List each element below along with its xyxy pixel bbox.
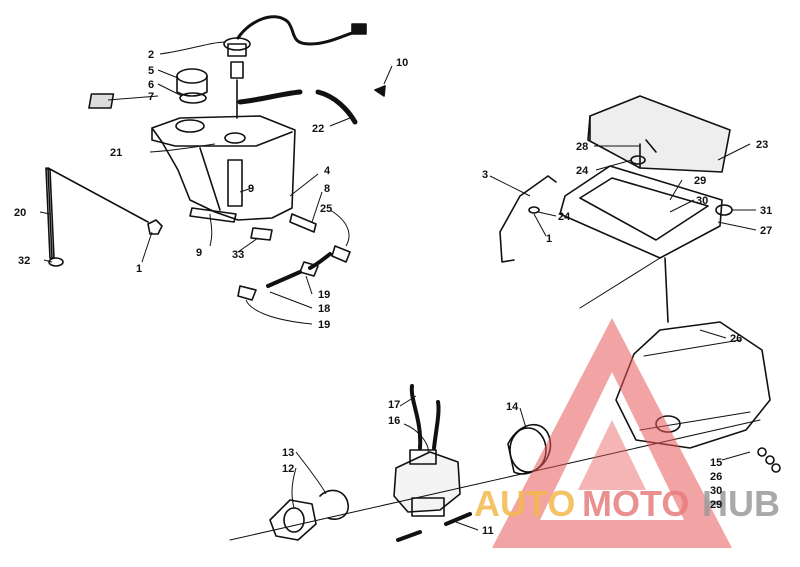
callout-27: 27 [760,225,772,237]
tray-support [664,257,669,323]
callout-6: 6 [148,79,154,91]
callout-20: 20 [14,207,26,219]
nut-b [48,257,64,267]
fuel-fitting [331,245,351,263]
callout-29b: 29 [710,499,722,511]
callout-4: 4 [324,165,331,177]
intake-flange [269,499,317,541]
hose-clip [374,85,386,97]
watermark-triangle [492,318,732,548]
washer-b [528,206,540,214]
callout-32: 32 [18,255,30,267]
fuel-line-b [266,270,302,288]
callout-24a: 24 [576,165,589,177]
vent-hose-b [315,89,358,125]
callout-12: 12 [282,463,294,475]
callout-5: 5 [148,65,154,77]
callout-22: 22 [312,123,324,135]
carb-float [411,497,445,517]
fuel-cap-top [176,68,208,84]
fuel-clamp-b [237,285,257,301]
tank-top-edge [151,127,293,147]
callout-9a: 9 [248,183,254,195]
nut-c [715,204,733,216]
callout-8: 8 [324,183,330,195]
callout-26b: 26 [710,471,722,483]
fuel-tank [151,115,296,221]
watermark-moto: MOTO [582,483,689,524]
callout-33: 33 [232,249,244,261]
callout-3: 3 [482,169,488,181]
flange-port [283,507,305,533]
hold-down-rod [47,167,149,259]
callout-1a: 1 [136,263,142,275]
airbox-tray-inner [579,177,709,241]
silencer-body [615,321,771,449]
callout-24b: 24 [558,211,571,223]
callout-15: 15 [710,457,722,469]
callout-9b: 9 [196,247,202,259]
watermark-hub: HUB [702,483,780,524]
cap-gasket [179,92,207,104]
filter-pad [587,95,731,173]
callout-26a: 26 [730,333,742,345]
screw [645,139,657,153]
carb-top [409,449,437,465]
vent-hose [237,89,303,105]
gauge-wire [236,15,364,46]
drain-hose [396,512,472,542]
callout-14: 14 [506,401,519,413]
tank-window [227,159,243,207]
flange-clamp [319,489,349,520]
gauge-sender-body [227,43,247,57]
callout-13: 13 [282,447,294,459]
tank-gauge-boss [224,132,246,144]
tank-pad [250,227,273,241]
fuel-line-a [308,252,332,270]
bolt-c [771,463,781,473]
tank-strap-a [189,207,237,223]
callout-19b: 19 [318,319,330,331]
callout-25: 25 [320,203,332,215]
carb-hose-b [432,400,441,450]
fuel-cap-body [176,75,208,97]
watermark-auto: AUTO [474,483,575,524]
leader-airbox [579,257,661,309]
callout-10: 10 [396,57,408,69]
callout-2: 2 [148,49,154,61]
nut-a [147,219,163,235]
gauge-sender-top [223,37,251,51]
tank-filler-neck [175,119,205,133]
wire-connector [351,23,367,35]
gauge-sender-stem [230,61,244,79]
callout-21: 21 [110,147,122,159]
carburetor [393,451,461,513]
tank-strap-b [289,213,317,233]
bracket [499,175,557,263]
tank-seam [199,147,221,211]
tank-decal [88,93,115,109]
fuel-clamp-a [299,261,319,277]
callout-7: 7 [148,91,154,103]
carb-hose-a [409,384,423,450]
callout-18: 18 [318,303,330,315]
callout-30a: 30 [696,195,708,207]
callout-31: 31 [760,205,772,217]
callout-19a: 19 [318,289,330,301]
watermark: AUTO MOTO HUB [474,318,780,548]
callout-30b: 30 [710,485,722,497]
callout-29a: 29 [694,175,706,187]
callout-23: 23 [756,139,768,151]
callout-17: 17 [388,399,400,411]
callout-11: 11 [482,525,494,537]
callout-28: 28 [576,141,588,153]
bolt-b [765,455,775,465]
watermark-triangle-inner [578,420,646,490]
callout-1b: 1 [546,233,552,245]
callout-16: 16 [388,415,400,427]
bolt-a [757,447,767,457]
